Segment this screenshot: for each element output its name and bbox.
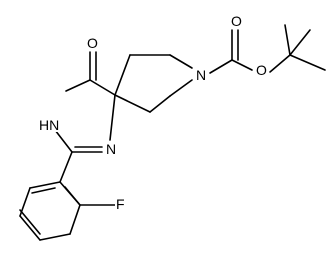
bond-n3-to-c2 (54, 129, 73, 153)
bond-c10-to-spiro (114, 94, 151, 113)
bond-aryl-double-3 (31, 187, 56, 194)
amide-nitrogen-label: HN (38, 117, 61, 133)
bond-n8-to-carbamate (209, 59, 233, 74)
bond-c2-to-aryl (59, 151, 73, 183)
piperidine-nitrogen-label: N (195, 67, 208, 83)
oxygen-ring-label: O (86, 35, 99, 51)
bond-n8-to-c9 (169, 79, 193, 97)
bond-carbamate-to-ester-o (231, 59, 253, 71)
bond-aryl-c3-c4 (39, 233, 71, 241)
bond-aryl-c4-c5 (19, 215, 41, 241)
bond-c9-to-c10 (149, 95, 171, 113)
bond-spiro-to-c4 (89, 79, 116, 96)
bond-ester-o-to-tbu (269, 54, 291, 73)
bond-c4-to-n3 (65, 79, 91, 92)
bond-aryl-double-1 (64, 186, 81, 206)
oxygen-ester-carbonyl-label: O (230, 13, 243, 29)
oxygen-ester-label: O (255, 62, 268, 78)
bond-aryl-c2-c3 (69, 204, 81, 235)
bond-spiro-to-c6 (114, 54, 131, 96)
bond-c7-to-n8 (169, 54, 193, 69)
imine-nitrogen-label: N (105, 141, 118, 157)
bond-tbu-methyl-2 (289, 54, 326, 71)
bond-aryl-c6-c1 (29, 181, 61, 189)
fluorine-label: F (115, 196, 126, 212)
bond-tbu-methyl-1 (289, 29, 311, 56)
bond-n1-to-spiro (109, 94, 116, 141)
bond-aryl-double-2 (19, 209, 41, 235)
bond-tbu-methyl-3 (284, 24, 291, 56)
